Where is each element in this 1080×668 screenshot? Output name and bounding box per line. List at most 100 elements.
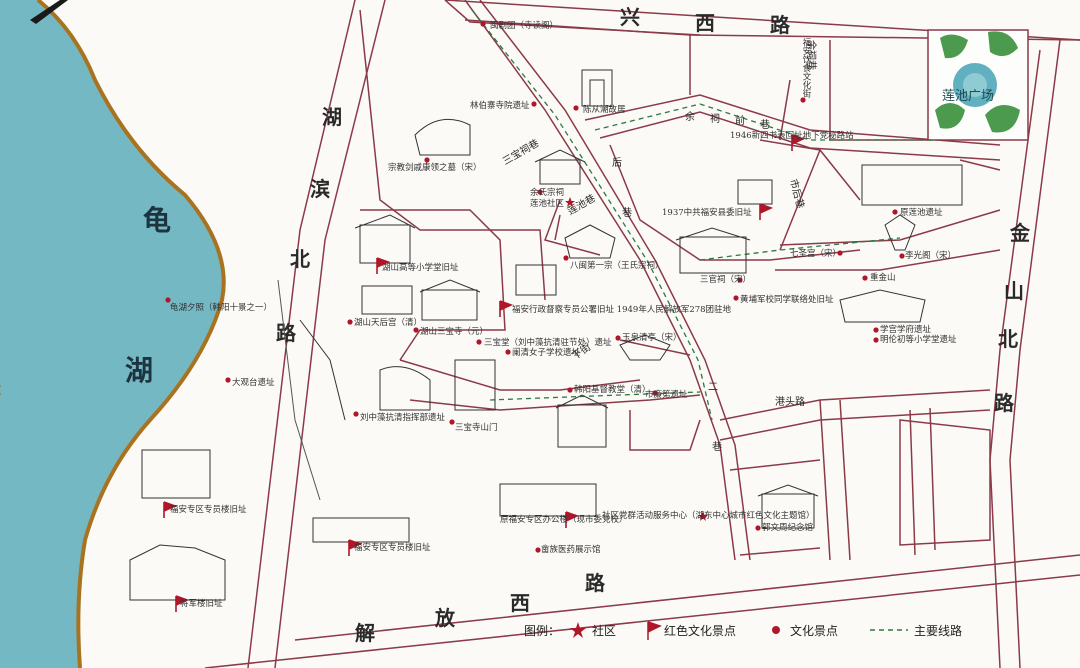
cultural-dot-icon — [573, 105, 579, 111]
cultural-dot-icon — [480, 21, 486, 27]
cultural-dot-icon — [652, 390, 658, 396]
community-star-icon — [698, 511, 708, 521]
lake — [0, 0, 226, 668]
poi-label-yushi_zongci[interactable]: 余氏宗祠 — [530, 187, 564, 198]
poi-label-hushan_school[interactable]: 湖山高等小学堂旧址 — [382, 262, 459, 273]
road-yuci-2: 祠 — [710, 112, 720, 125]
poi-label-lianchi_yizhi[interactable]: 原莲池遗址 — [900, 207, 943, 218]
red-flag-icon — [376, 257, 391, 274]
legend: 图例： 社区 红色文化景点 文化景点 主要线路 — [524, 621, 962, 640]
poi-label-zhuanyuanlou2[interactable]: 福安专区专员楼旧址 — [354, 542, 431, 553]
cultural-dot-icon — [225, 377, 231, 383]
road-hou-2: 巷 — [622, 207, 632, 219]
cultural-dot-icon — [424, 157, 430, 163]
poi-label-hanyang_church[interactable]: 韩阳基督教堂（清） — [574, 384, 651, 395]
poi-label-cpc_1937[interactable]: 1937中共福安县委旧址 — [662, 207, 752, 218]
cultural-dot-icon — [862, 275, 868, 281]
poi-label-xiaoqing[interactable]: 畲族医药展示馆 — [541, 544, 601, 555]
cultural-dot-icon — [449, 419, 455, 425]
poi-label-lanqing[interactable]: 阑清女子学校遗址 — [512, 347, 581, 358]
poi-label-xuegong[interactable]: 学宫学府遗址 — [880, 324, 932, 335]
poi-label-xinsijun[interactable]: 1946新四书表回址地下党秘路站 — [730, 130, 854, 141]
poi-label-lianchi_shequ[interactable]: 莲池社区 — [530, 198, 565, 209]
road-hubin-1: 湖 — [322, 105, 342, 129]
poi-label-lixian[interactable]: 李光阁（宋） — [905, 250, 956, 261]
poi-label-chongjin[interactable]: 重金山 — [870, 272, 896, 283]
building-sketches — [129, 69, 963, 601]
red-flag-icon — [791, 134, 806, 151]
poi-label-fuan_office[interactable]: 原福安专区办公楼（现市委党校） — [500, 514, 628, 525]
cultural-dot-icon — [476, 339, 482, 345]
community-star-icon — [565, 197, 575, 207]
poi-label-shequ_service[interactable]: 社区党群活动服务中心（湖东中心城市红色文化主题馆） — [602, 510, 815, 521]
cultural-dot-icon — [892, 209, 898, 215]
red-flag-icon — [565, 511, 580, 528]
cultural-dot-icon — [353, 411, 359, 417]
road-gaotou: 港头路 — [775, 395, 805, 408]
legend-flag-icon — [647, 621, 662, 640]
poi-label-hushan_sanbao[interactable]: 湖山三宝寺（元） — [420, 326, 488, 337]
lake-name-1: 龟 — [143, 204, 171, 237]
poi-label-minglun[interactable]: 明伦初等小学堂遗址 — [880, 334, 957, 345]
cultural-dot-icon — [567, 387, 573, 393]
cultural-dot-icon — [733, 295, 739, 301]
poi-label-sanbaosi_gate[interactable]: 三宝寺山门 — [455, 422, 498, 433]
cultural-dot-icon — [873, 327, 879, 333]
legend-red: 红色文化景点 — [664, 623, 736, 638]
lianchi-plaza — [927, 29, 1029, 141]
red-flag-icon — [163, 501, 178, 518]
cultural-dot-icon — [755, 525, 761, 531]
road-yuci-short: 余祠巷 — [805, 40, 818, 70]
road-yuci-1: 余 — [685, 110, 695, 123]
cultural-dot-icon — [899, 253, 905, 259]
legend-cultural: 文化景点 — [790, 623, 838, 638]
road-jiefang-3: 西 — [510, 591, 530, 615]
corner-mark — [30, 0, 68, 24]
red-flag-icon — [759, 203, 774, 220]
road-jinshan-3: 北 — [998, 327, 1018, 351]
poi-label-fuan_opera[interactable]: 福安饮食文化街 — [801, 37, 811, 98]
poi-label-sanjie[interactable]: 三官祠（宋） — [700, 274, 751, 285]
road-sanbaoci: 三宝祠巷 — [500, 136, 541, 167]
poi-label-jiangjunlou[interactable]: 将军楼旧址 — [180, 598, 223, 609]
street-network — [204, 0, 1080, 668]
poi-label-zhuanshu[interactable]: 福安专区专员楼旧址 — [170, 504, 247, 515]
plaza-name: 莲池广场 — [942, 89, 994, 104]
cultural-dot-icon — [615, 335, 621, 341]
poi-label-linbohe[interactable]: 林伯寨寺院遗址 — [470, 100, 530, 111]
cultural-dot-icon — [737, 277, 743, 283]
poi-label-huangpu[interactable]: 黄埔军校同学联络处旧址 — [740, 294, 834, 305]
poi-label-guifeng[interactable]: 龟湖夕照（韩阳十景之一） — [170, 302, 272, 313]
main-route — [471, 9, 935, 421]
road-er-1: 二 — [708, 382, 718, 393]
cultural-dot-icon — [413, 327, 419, 333]
poi-label-yuejutuan[interactable]: 闽剧团（寺读阁） — [490, 20, 558, 31]
legend-community: 社区 — [592, 623, 616, 638]
road-yuci-3: 前 — [735, 114, 745, 127]
cultural-dot-icon — [537, 189, 543, 195]
legend-star-icon — [570, 622, 586, 638]
legend-route: 主要线路 — [914, 623, 962, 638]
poi-label-dagongtai[interactable]: 大观台遗址 — [232, 377, 275, 388]
cultural-dot-icon — [531, 101, 537, 107]
poi-label-qishenggong[interactable]: 七圣宫（宋） — [790, 248, 841, 259]
poi-label-shilian[interactable]: 市廉第遗址 — [645, 389, 688, 400]
road-jiefang-2: 放 — [434, 606, 456, 630]
road-jinshan-4: 路 — [994, 391, 1015, 415]
poi-label-zongjiao[interactable]: 宗教剑戚康领之墓（宋） — [388, 162, 482, 173]
poi-label-sanbaotang[interactable]: 三宝堂（刘中藻抗清驻节处）遗址 — [484, 337, 612, 348]
cultural-dot-icon — [347, 319, 353, 325]
cultural-dot-icon — [873, 337, 879, 343]
poi-label-yuquanting[interactable]: 玉泉清亭（宋） — [622, 332, 682, 343]
poi-label-chenxiang[interactable]: 陈从潮故居 — [583, 104, 626, 115]
poi-label-hushan_tianhou[interactable]: 湖山天后宫（清） — [354, 317, 422, 328]
poi-label-bamin[interactable]: 八闽第一宗（王氏宗祠） — [570, 260, 664, 271]
road-hubin-4: 路 — [276, 321, 297, 345]
road-xingxi-2: 西 — [695, 11, 715, 35]
poi-label-guo_memorial[interactable]: 郭文周纪念馆 — [762, 522, 813, 533]
road-shi: 市后巷 — [787, 177, 807, 209]
poi-label-liuzhongzao[interactable]: 刘中藻抗清指挥部遗址 — [360, 412, 446, 423]
poi-label-fuan_xingzheng[interactable]: 福安行政督察专员公署旧址 1949年人民解放军278团驻地 — [512, 304, 732, 315]
